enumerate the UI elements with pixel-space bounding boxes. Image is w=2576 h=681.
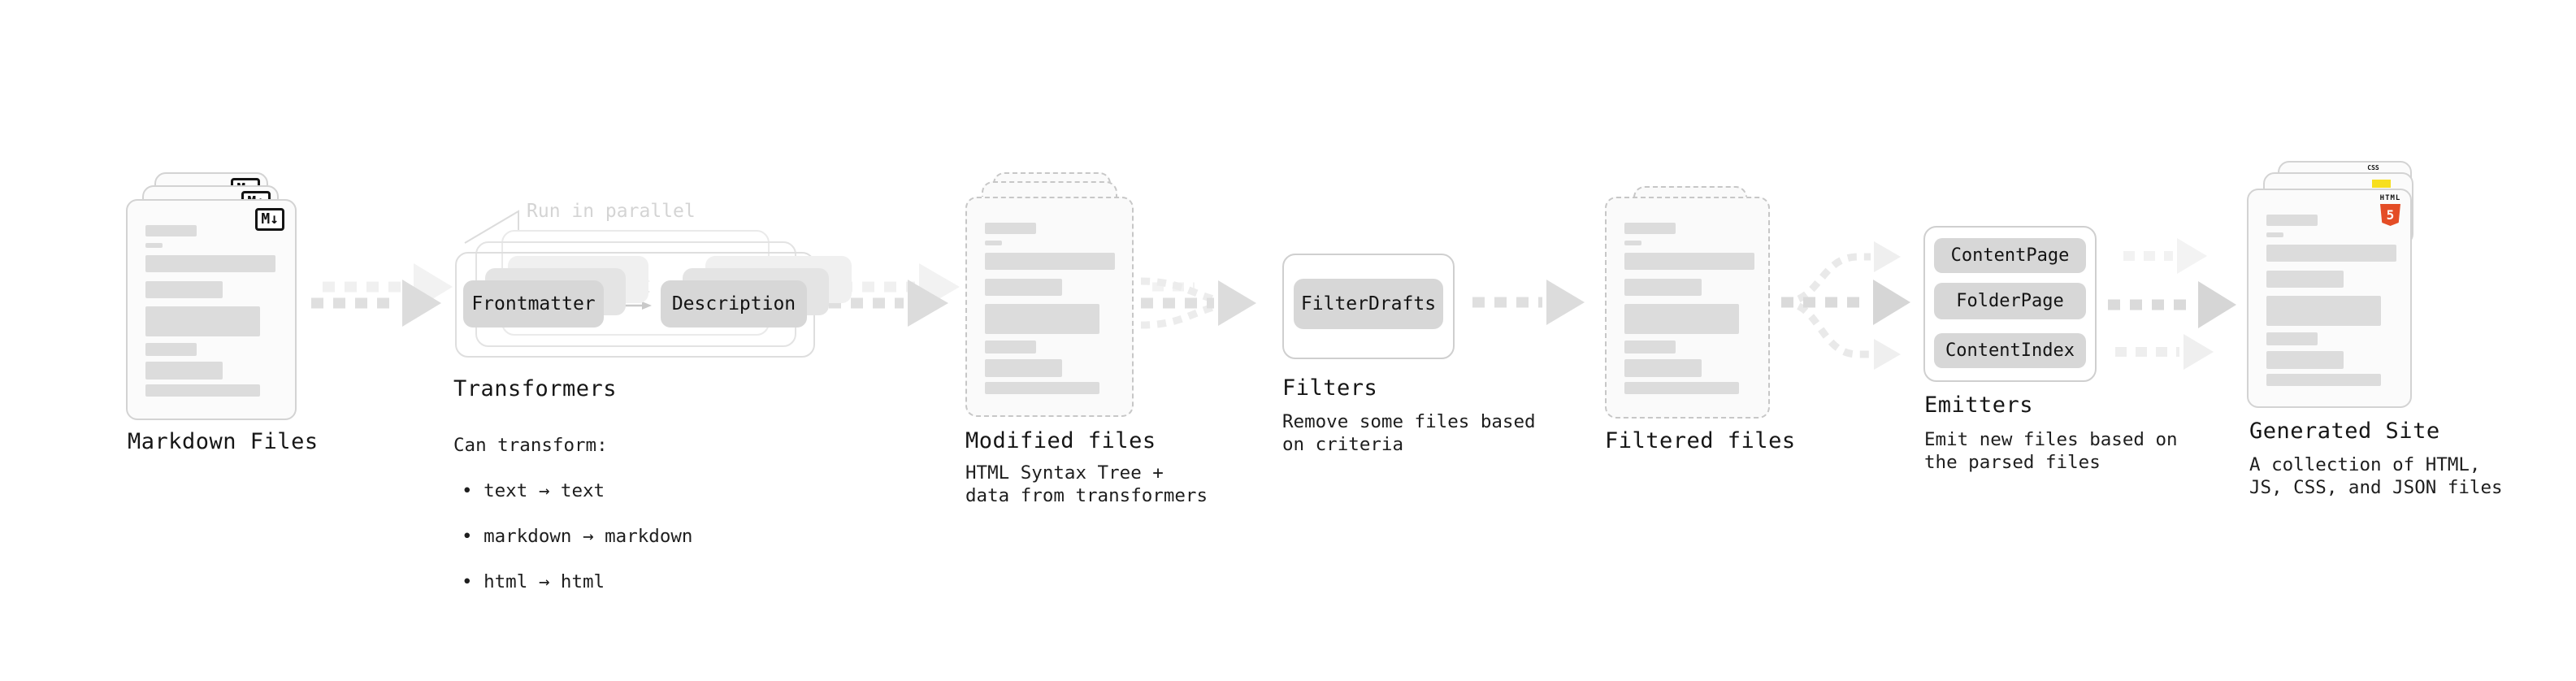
placeholder-bar <box>145 225 197 236</box>
placeholder-bar <box>145 281 223 298</box>
transformer-pill-description: Description <box>661 280 807 327</box>
placeholder-bar <box>2266 296 2381 326</box>
transformers-description: Can transform: • text → text • markdown … <box>453 411 692 616</box>
emitter-pill-contentindex: ContentIndex <box>1934 333 2086 368</box>
css-badge-text: CSS <box>2367 164 2379 171</box>
arrow-modified-to-filters-merge <box>1140 277 1256 329</box>
placeholder-bar <box>145 306 260 336</box>
file-card: HTML 5 <box>2247 189 2412 408</box>
generated-site-stack: CSS HTML 5 <box>2247 161 2418 413</box>
placeholder-bar <box>2266 215 2318 226</box>
emitters-label: Emitters <box>1924 393 2034 418</box>
transformer-pill-frontmatter: Frontmatter <box>463 280 604 327</box>
placeholder-bar <box>145 384 260 397</box>
filtered-files-label: Filtered files <box>1605 428 1796 453</box>
placeholder-bar <box>2266 232 2283 237</box>
generated-site-description: A collection of HTML, JS, CSS, and JSON … <box>2249 454 2503 498</box>
transformers-bullet: • text → text <box>462 480 605 501</box>
markdown-icon: M↓ <box>255 208 284 231</box>
placeholder-bar <box>985 340 1036 354</box>
filtered-files-stack <box>1605 186 1776 422</box>
placeholder-bar <box>985 241 1002 245</box>
html5-icon: HTML 5 <box>2379 194 2401 226</box>
emitter-pill-contentpage: ContentPage <box>1934 238 2086 273</box>
run-in-parallel-callout-line <box>464 210 519 244</box>
placeholder-bar <box>985 223 1036 234</box>
transformers-bullet: • html → html <box>462 571 605 592</box>
arrow-markdown-to-transformers <box>311 263 453 327</box>
transformers-intro: Can transform: <box>453 435 608 456</box>
run-in-parallel-note: Run in parallel <box>527 201 696 222</box>
placeholder-bar <box>1624 279 1702 296</box>
filters-label: Filters <box>1282 375 1378 401</box>
placeholder-bar <box>145 243 163 248</box>
file-card <box>965 197 1134 417</box>
arrow-emitters-to-generated <box>2108 238 2236 370</box>
markdown-files-label: Markdown Files <box>128 429 319 454</box>
placeholder-bar <box>1624 340 1676 354</box>
placeholder-bar <box>1624 241 1641 245</box>
markdown-files-stack: M↓ M↓ M↓ <box>126 172 325 424</box>
html5-icon-word: HTML <box>2379 194 2401 202</box>
transformers-bullet: • markdown → markdown <box>462 526 693 547</box>
modified-files-description: HTML Syntax Tree + data from transformer… <box>965 462 1208 506</box>
filters-description: Remove some files based on criteria <box>1282 411 1536 455</box>
placeholder-bar <box>1624 304 1739 334</box>
arrow-filters-to-filtered <box>1472 280 1585 325</box>
placeholder-bar <box>1624 223 1676 234</box>
html5-icon-shield: 5 <box>2380 204 2400 226</box>
transformers-label: Transformers <box>453 376 618 401</box>
generated-site-label: Generated Site <box>2249 419 2440 444</box>
placeholder-bar <box>145 343 197 356</box>
emitters-description: Emit new files based on the parsed files <box>1924 429 2178 473</box>
js-icon <box>2372 180 2391 188</box>
placeholder-bar <box>985 304 1099 334</box>
arrow-transformers-to-modified <box>829 263 960 327</box>
placeholder-bar <box>2266 332 2318 345</box>
placeholder-bar <box>2266 245 2396 262</box>
filter-pill-filterdrafts: FilterDrafts <box>1294 279 1443 329</box>
placeholder-bar <box>985 279 1062 296</box>
placeholder-bar <box>985 253 1115 270</box>
placeholder-bar <box>1624 382 1739 394</box>
modified-files-label: Modified files <box>965 428 1156 453</box>
emitter-pill-folderpage: FolderPage <box>1934 283 2086 319</box>
placeholder-bar <box>2266 351 2344 369</box>
placeholder-bar <box>985 359 1062 377</box>
placeholder-bar <box>985 382 1099 394</box>
file-card <box>1605 197 1770 419</box>
placeholder-bar <box>2266 374 2381 386</box>
placeholder-bar <box>145 362 223 380</box>
modified-files-stack <box>965 172 1136 424</box>
placeholder-bar <box>145 255 275 272</box>
arrow-filtered-to-emitters-fanout <box>1781 241 1910 370</box>
placeholder-bar <box>1624 359 1702 377</box>
file-card: M↓ <box>126 199 297 420</box>
placeholder-bar <box>1624 253 1754 270</box>
placeholder-bar <box>2266 271 2344 288</box>
